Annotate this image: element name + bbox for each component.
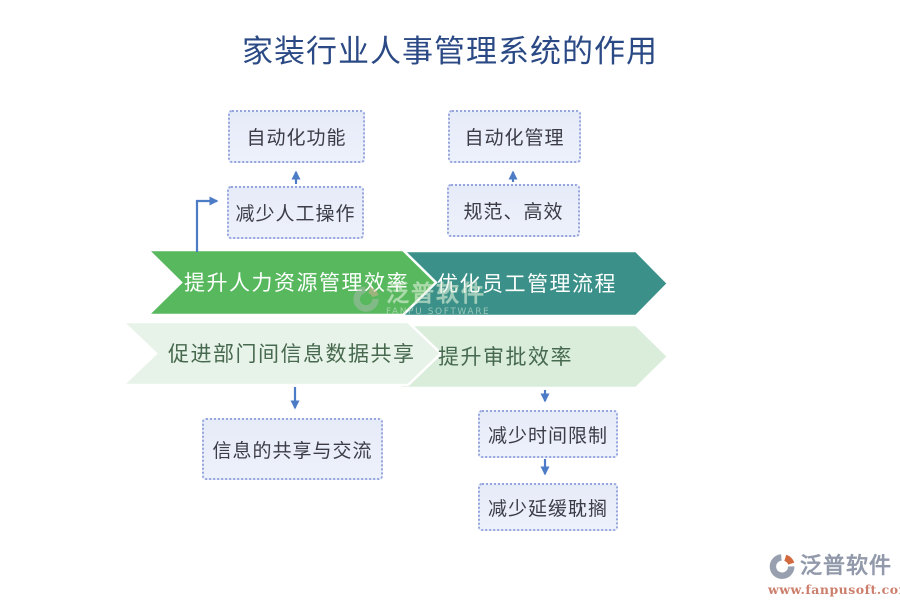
page-title: 家装行业人事管理系统的作用 bbox=[242, 34, 658, 70]
box-automation-function: 自动化功能 bbox=[228, 110, 365, 163]
fanpu-brand-text: 泛普软件 bbox=[800, 552, 893, 579]
box-info-sharing-exchange: 信息的共享与交流 bbox=[202, 418, 383, 480]
box-reduce-manual-operation: 减少人工操作 bbox=[227, 186, 364, 239]
banner-hr-efficiency bbox=[144, 248, 438, 317]
banner-data-sharing-label: 促进部门间信息数据共享 bbox=[168, 342, 416, 366]
fanpu-logo: 泛普软件 www.fanpusoft.com bbox=[768, 549, 900, 598]
fanpu-website-url: www.fanpusoft.com bbox=[768, 582, 900, 597]
banner-optimize-staff-flow-label: 优化员工管理流程 bbox=[437, 272, 617, 296]
box-reduce-time-limit: 减少时间限制 bbox=[478, 410, 618, 458]
box-standard-efficient: 规范、高效 bbox=[447, 184, 580, 237]
box-automated-management: 自动化管理 bbox=[448, 110, 581, 163]
box-reduce-delay: 减少延缓耽搁 bbox=[478, 483, 618, 531]
banner-approval-efficiency-label: 提升审批效率 bbox=[438, 345, 573, 369]
banner-data-sharing bbox=[119, 320, 443, 387]
banner-hr-efficiency-label: 提升人力资源管理效率 bbox=[184, 271, 409, 295]
connector-banner-to-reduce-manual bbox=[195, 196, 219, 252]
fanpu-logo-icon bbox=[769, 554, 795, 579]
